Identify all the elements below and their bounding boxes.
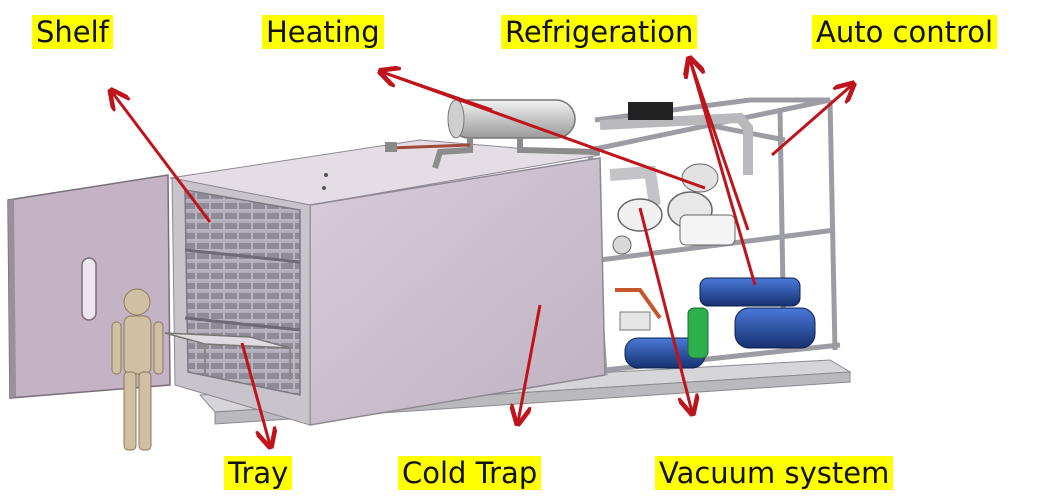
arrow-heating-2 xyxy=(382,72,706,190)
label-vacuum-system: Vacuum system xyxy=(655,456,894,490)
vacuum-pumps xyxy=(612,191,736,255)
arrow-shelf xyxy=(112,92,212,223)
arrow-tray xyxy=(240,342,270,445)
label-cold-trap: Cold Trap xyxy=(398,456,542,490)
arrow-refrigeration-2 xyxy=(690,60,750,231)
label-auto-control: Auto control xyxy=(812,15,998,49)
cold-trap-chamber xyxy=(169,139,606,426)
label-tray: Tray xyxy=(224,456,293,490)
label-refrigeration: Refrigeration xyxy=(501,15,698,49)
refrigeration-pipes xyxy=(599,102,753,206)
arrow-cold-trap xyxy=(518,304,542,422)
arrow-vacuum-system xyxy=(638,207,692,412)
human-figure xyxy=(111,288,164,451)
arrow-auto-control xyxy=(771,85,852,157)
refrigeration-units xyxy=(615,277,816,369)
label-heating: Heating xyxy=(262,15,384,49)
pointer-arrows xyxy=(112,60,852,445)
label-shelf: Shelf xyxy=(32,15,113,49)
arrow-refrigeration-1 xyxy=(690,60,757,286)
tray xyxy=(164,332,291,380)
